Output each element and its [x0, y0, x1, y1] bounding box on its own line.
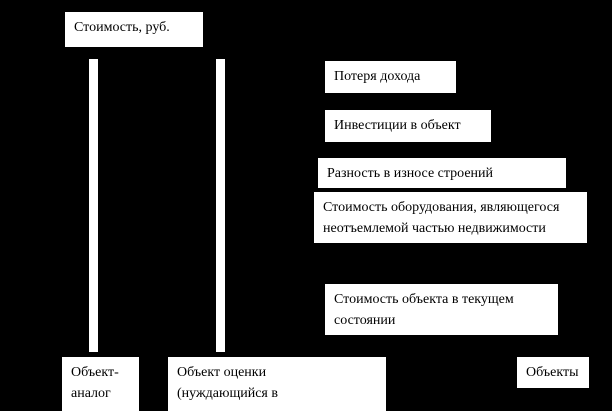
annotation-equipment-cost: Стоимость оборудования, являющегося неот… — [314, 192, 587, 243]
bar-analog-object — [89, 59, 98, 352]
annotation-wear-difference: Разность в износе строений — [318, 158, 566, 188]
bar-subject-object — [216, 59, 225, 352]
annotation-investments: Инвестиции в объект — [325, 110, 491, 142]
y-axis-label: Стоимость, руб. — [65, 12, 203, 47]
x-label-analog-object: Объект- аналог — [62, 357, 139, 411]
annotation-loss-of-income: Потеря дохода — [325, 61, 456, 93]
x-label-subject-object: Объект оценки (нуждающийся в — [168, 357, 386, 411]
x-axis-label: Объекты — [517, 357, 589, 388]
annotation-current-state-cost: Стоимость объекта в текущем состоянии — [325, 284, 558, 335]
